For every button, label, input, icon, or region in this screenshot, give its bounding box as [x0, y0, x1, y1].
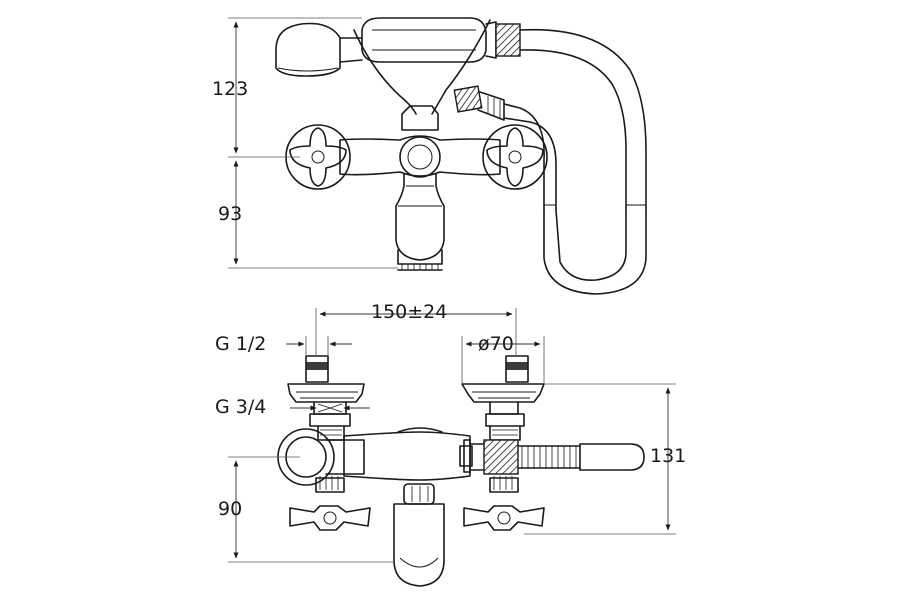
dim-label-123: 123 — [212, 78, 248, 100]
front-view: 123 93 — [212, 17, 647, 295]
left-cross-handle-plan — [289, 505, 371, 531]
dim-label-150: 150±24 — [371, 301, 447, 323]
dim-front-bottom: 93 — [218, 160, 398, 269]
shower-hose — [503, 28, 647, 295]
dim-outlet-thread: G 3/4 — [215, 396, 370, 418]
dim-label-90: 90 — [218, 498, 242, 520]
right-cross-handle — [482, 124, 548, 190]
shower-cradle — [353, 19, 491, 115]
right-cross-handle-plan — [463, 505, 545, 531]
dim-front-top: 123 — [212, 17, 362, 158]
dim-label-93: 93 — [218, 203, 242, 225]
dim-spout-height: 90 — [218, 456, 394, 563]
dim-rosette-diameter: ø70 — [461, 333, 545, 384]
mixer-body — [339, 105, 501, 271]
hose-connector — [453, 85, 505, 121]
dim-label-d70: ø70 — [478, 333, 514, 355]
spout-plan — [393, 483, 445, 587]
dim-label-g12: G 1/2 — [215, 333, 266, 355]
dim-label-g34: G 3/4 — [215, 396, 266, 418]
dim-total-depth: 131 — [524, 383, 686, 535]
hand-shower-head — [275, 22, 363, 77]
dim-label-131: 131 — [650, 445, 686, 467]
right-rosette — [461, 355, 545, 441]
body-plan — [315, 427, 645, 493]
dim-center-distance: 150±24 — [315, 301, 517, 356]
dim-inlet-thread: G 1/2 — [215, 333, 352, 356]
hand-shower-handle — [361, 17, 521, 63]
plan-view: 150±24 G 1/2 ø70 G 3/4 131 — [215, 301, 686, 587]
left-rosette — [287, 355, 365, 441]
